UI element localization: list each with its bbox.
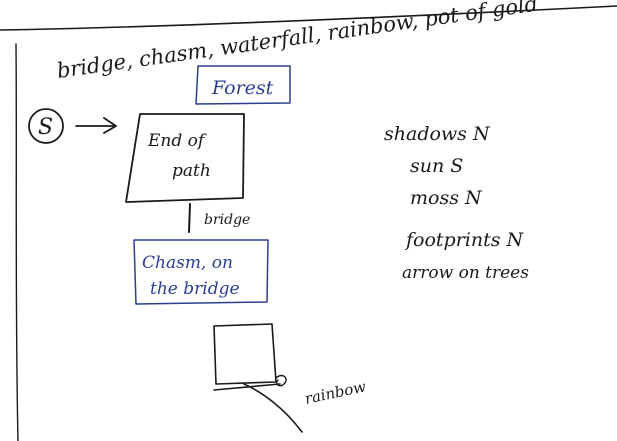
bridge-connector-label: bridge	[204, 212, 250, 228]
rainbow-sketch-base	[213, 383, 281, 391]
start-marker: S	[28, 108, 64, 144]
direction-list: shadows N sun S moss N footprints N arro…	[384, 123, 529, 283]
start-circle	[28, 108, 64, 144]
direction-item: footprints N	[404, 229, 525, 251]
page-left-edge-line	[15, 43, 19, 441]
bridge-connector-line	[188, 203, 191, 233]
rainbow-loop	[275, 374, 287, 387]
end-of-path-label-line2: path	[172, 161, 211, 181]
direction-item: arrow on trees	[402, 263, 529, 283]
forest-label: Forest	[211, 77, 274, 99]
forest-box	[195, 65, 291, 105]
rainbow-label: rainbow	[303, 377, 368, 408]
start-arrow	[75, 117, 117, 134]
direction-item: sun S	[410, 155, 463, 177]
chasm-label-line1: Chasm, on	[142, 253, 233, 273]
chasm-node: Chasm, on the bridge	[133, 239, 269, 305]
direction-item: shadows N	[384, 123, 491, 145]
chasm-label-line2: the bridge	[150, 279, 240, 299]
direction-item: moss N	[410, 187, 483, 209]
header-note: bridge, chasm, waterfall, rainbow, pot o…	[55, 0, 539, 83]
rainbow-curve	[243, 383, 303, 433]
rainbow-sketch-box	[213, 323, 277, 385]
end-of-path-box	[125, 113, 245, 203]
chasm-box	[133, 239, 269, 305]
page-top-edge-line	[0, 5, 617, 31]
rainbow-sketch: rainbow	[213, 323, 368, 433]
start-marker-label: S	[38, 115, 53, 140]
end-of-path-label-line1: End of	[147, 131, 207, 151]
end-of-path-node: End of path	[125, 113, 245, 203]
forest-node: Forest	[195, 65, 291, 105]
